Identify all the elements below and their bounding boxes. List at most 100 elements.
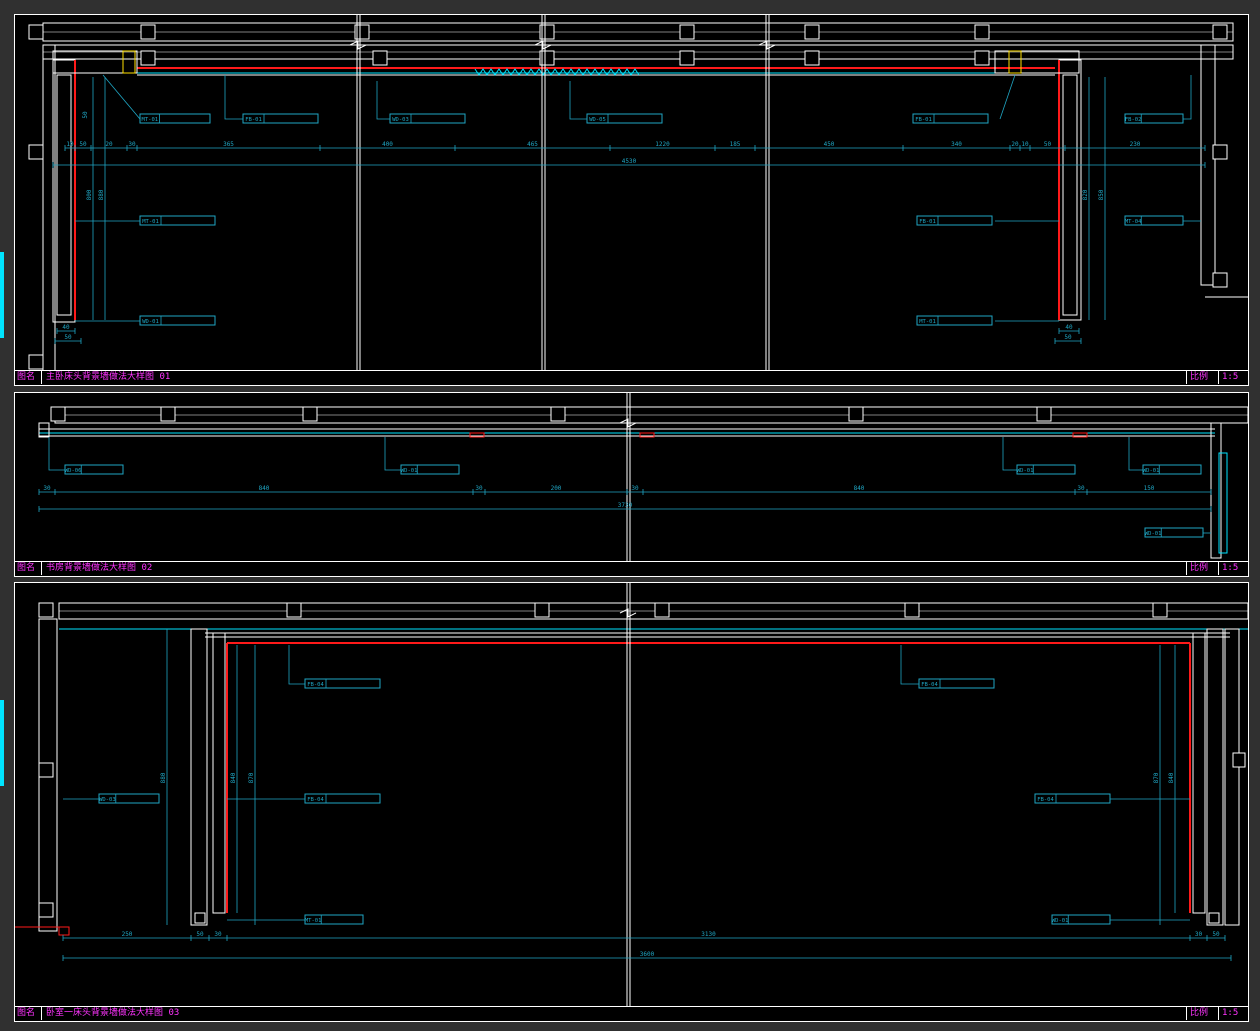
right-stud-foot	[1208, 912, 1220, 924]
break-symbol	[619, 608, 637, 618]
column-block	[654, 602, 670, 618]
callout-code: FB-04	[1037, 797, 1054, 803]
left-stud	[190, 628, 208, 926]
dimension-text: 30	[1077, 485, 1085, 492]
left-wall	[42, 44, 56, 370]
callout-box	[389, 113, 466, 124]
leader-line	[1002, 437, 1017, 471]
callout-code: WD-06	[65, 468, 82, 474]
right-panel-inner	[1062, 74, 1078, 316]
callout-box	[1124, 215, 1184, 226]
dimension-text: 30	[128, 141, 136, 148]
callout-box	[1144, 527, 1204, 538]
column-block	[534, 602, 550, 618]
right-wall	[1224, 628, 1240, 926]
dimension-text: 30	[43, 485, 51, 492]
leader-line	[569, 81, 587, 120]
title-label: 图名	[17, 563, 36, 573]
dimension-text: 10	[1021, 141, 1029, 148]
scale-label: 比例	[1185, 1007, 1208, 1020]
dimension-text: 20	[1011, 141, 1019, 148]
column-block	[372, 50, 388, 66]
left-panel-frame	[52, 59, 76, 323]
callout-code: MT-01	[919, 319, 936, 325]
callout-box	[304, 914, 364, 925]
dimension-text: 800	[86, 189, 93, 200]
callout-box	[1034, 793, 1111, 804]
leader-line	[900, 645, 919, 685]
callout-box	[139, 215, 216, 226]
column-block	[539, 50, 555, 66]
red-corner	[58, 926, 70, 936]
dimension-text: 150	[1144, 485, 1155, 492]
dimension-text: 3730	[618, 502, 633, 509]
callout-code: FB-01	[919, 219, 936, 225]
dimension-text: 450	[824, 141, 835, 148]
callout-code: WD-03	[99, 797, 116, 803]
callout-code: MT-01	[142, 219, 159, 225]
left-panel	[212, 632, 226, 914]
callout-code: WD-01	[142, 319, 159, 325]
column-block	[679, 50, 695, 66]
callout-code: FB-01	[915, 117, 932, 123]
dimension-text: 30	[214, 931, 222, 938]
callout-box	[1051, 914, 1111, 925]
joint-mark	[639, 432, 655, 438]
side-marker-top	[0, 252, 4, 338]
leader-line	[48, 437, 65, 471]
dimension-text: 4530	[622, 158, 637, 165]
column-block	[1232, 752, 1246, 768]
dimension-text: 50	[1212, 931, 1220, 938]
dimension-text: 50	[196, 931, 204, 938]
right-yellow-block	[1008, 50, 1022, 74]
drawing-title: 主卧床头背景墙做法大样图 01	[41, 371, 170, 384]
callout-code: FB-04	[307, 682, 324, 688]
callout-code: WD-01	[1017, 468, 1034, 474]
dimension-text: 50	[82, 111, 89, 119]
right-stud	[1206, 628, 1224, 926]
column-block	[38, 902, 54, 918]
column-block	[140, 24, 156, 40]
callout-box	[304, 793, 381, 804]
title-bar-03: 图名 卧室一床头背景墙做法大样图 03 比例 1:5	[15, 1006, 1248, 1021]
dimension-text: 870	[248, 772, 255, 783]
callout-box	[400, 464, 460, 475]
right-cyan-strip	[1218, 452, 1228, 554]
callout-box	[916, 215, 993, 226]
dimension-text: 10	[66, 141, 74, 148]
callout-box	[1016, 464, 1076, 475]
left-corner	[52, 50, 138, 74]
column-block	[1212, 272, 1228, 288]
callout-box	[242, 113, 319, 124]
title-label: 图名	[17, 372, 36, 382]
dimension-text: 840	[259, 485, 270, 492]
dimension-text: 30	[475, 485, 483, 492]
dimension-text: 820	[1082, 189, 1089, 200]
column-block	[1036, 406, 1052, 422]
column-block	[974, 24, 990, 40]
column-block	[1212, 24, 1228, 40]
dimension-text: 840	[230, 772, 237, 783]
callout-box	[139, 315, 216, 326]
right-corner	[994, 50, 1080, 74]
leader-line	[1128, 437, 1143, 471]
callout-box	[64, 464, 124, 475]
column-block	[140, 50, 156, 66]
column-block	[354, 24, 370, 40]
column-block	[50, 406, 66, 422]
dimension-text: 880	[160, 772, 167, 783]
right-panel	[1192, 632, 1206, 914]
callout-box	[916, 315, 993, 326]
scale-label: 比例	[1185, 562, 1208, 575]
dimension-text: 400	[382, 141, 393, 148]
joint-mark	[1072, 432, 1088, 438]
callout-box	[586, 113, 663, 124]
column-block	[286, 602, 302, 618]
drawing-title: 书房背景墙做法大样图 02	[41, 562, 152, 575]
dimension-text: 30	[631, 485, 639, 492]
callout-box	[1124, 113, 1184, 124]
